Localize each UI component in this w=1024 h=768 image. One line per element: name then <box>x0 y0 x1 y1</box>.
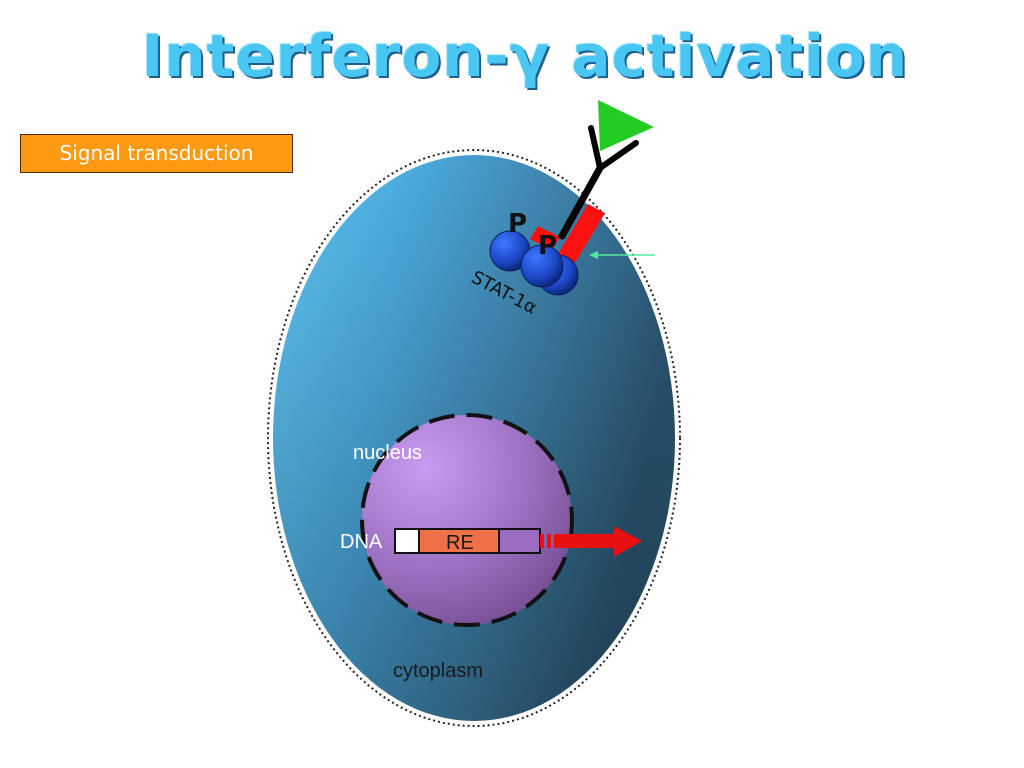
dna-label: DNA <box>340 531 383 553</box>
phospho-label-1: P <box>508 209 527 239</box>
dna-strand <box>394 528 541 554</box>
ligand-stalk <box>558 125 639 240</box>
stat-proteins <box>489 230 579 296</box>
slide-title: Interferon-γ activation <box>141 22 909 90</box>
nucleus <box>360 413 574 627</box>
re-label: RE <box>446 532 474 554</box>
receptor <box>530 204 605 263</box>
transcription-arrow <box>540 526 642 557</box>
nucleus-label: nucleus <box>353 442 422 464</box>
cytoplasm-label: cytoplasm <box>393 660 483 682</box>
pointer-arrow <box>589 251 655 259</box>
signal-transduction-badge: Signal transduction <box>20 134 293 173</box>
interferon-gamma-ligand-icon <box>598 100 654 151</box>
phospho-label-2: P <box>538 231 557 261</box>
